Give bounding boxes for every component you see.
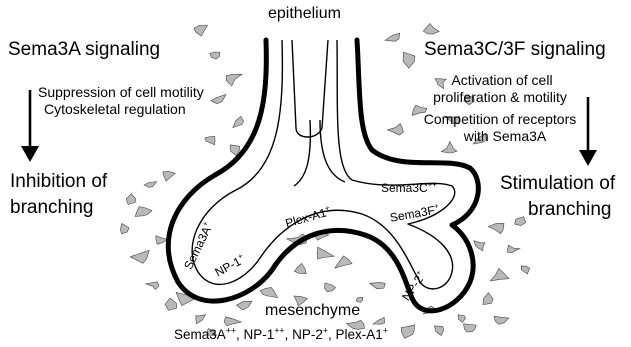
mesenchymal-cell bbox=[325, 283, 336, 292]
marker-np1: NP-1 bbox=[244, 327, 275, 342]
mesenchymal-cell bbox=[483, 293, 493, 305]
mesenchymal-cells bbox=[120, 24, 529, 339]
mesenchymal-cell bbox=[260, 288, 277, 298]
mesenchyme-markers: Sema3A++, NP-1++, NP-2+, Plex-A1+ bbox=[174, 328, 388, 342]
mesenchymal-cell bbox=[490, 269, 509, 281]
left-outcome-line-1: Inhibition of bbox=[10, 172, 107, 191]
right-detail-line-4: with Sema3A bbox=[450, 128, 560, 145]
mesenchymal-cell bbox=[335, 256, 352, 268]
right-detail-line-2: proliferation & motility bbox=[400, 89, 600, 106]
left-detail-line-2: Cytoskeletal regulation bbox=[44, 101, 186, 118]
mesenchymal-cell bbox=[226, 74, 242, 86]
mesenchymal-cell bbox=[233, 116, 244, 127]
mesenchymal-cell bbox=[423, 24, 439, 34]
mesenchymal-cell bbox=[146, 282, 159, 290]
mesenchymal-cell bbox=[294, 263, 306, 273]
mesenchymal-cell bbox=[385, 33, 400, 41]
mesenchymal-cell bbox=[205, 136, 215, 144]
mesenchyme-label: mesenchyme bbox=[265, 303, 360, 319]
epithelium-label: epithelium bbox=[268, 6, 341, 22]
mesenchymal-cell bbox=[196, 315, 206, 324]
mesenchymal-cell bbox=[126, 194, 136, 205]
mesenchymal-cell bbox=[464, 324, 477, 332]
right-heading: Sema3C/3F signaling bbox=[424, 40, 606, 59]
sema3c-sup: ++ bbox=[428, 180, 437, 189]
right-detail-line-1: Activation of cell bbox=[422, 72, 582, 89]
mesenchymal-cell bbox=[194, 26, 208, 37]
mesenchymal-cell bbox=[224, 317, 241, 326]
sema3c-text: Sema3C bbox=[381, 181, 428, 195]
sema3c-epithelial-label: Sema3C++ bbox=[381, 182, 437, 194]
mesenchymal-cell bbox=[508, 245, 520, 252]
right-detail-line-3: Competition of receptors bbox=[400, 111, 600, 128]
mesenchymal-cell bbox=[135, 207, 152, 217]
right-down-arrow bbox=[579, 97, 597, 166]
mesenchymal-cell bbox=[163, 172, 175, 182]
left-detail-line-1: Suppression of cell motility bbox=[38, 84, 204, 101]
mesenchymal-cell bbox=[401, 325, 414, 338]
mesenchymal-cell bbox=[434, 326, 443, 336]
marker-sema3a: Sema3A bbox=[174, 327, 226, 342]
mesenchymal-cell bbox=[370, 282, 386, 288]
right-outcome-line-1: Stimulation of bbox=[500, 174, 615, 193]
lumen-branch-line bbox=[320, 120, 345, 182]
marker-np1-sup: ++ bbox=[274, 326, 284, 336]
mesenchymal-cell bbox=[458, 315, 465, 323]
mesenchymal-cell bbox=[373, 317, 385, 324]
left-down-arrow bbox=[21, 90, 39, 162]
mesenchymal-cell bbox=[494, 316, 509, 324]
mesenchymal-cell bbox=[474, 241, 485, 251]
mesenchymal-cell bbox=[237, 301, 252, 310]
mesenchymal-cell bbox=[488, 223, 504, 233]
left-outcome-line-2: branching bbox=[10, 198, 93, 217]
marker-plexa1: Plex-A1 bbox=[335, 327, 382, 342]
marker-plexa1-sup: + bbox=[383, 326, 388, 336]
mesenchymal-cell bbox=[317, 247, 334, 259]
mesenchymal-cell bbox=[130, 250, 149, 263]
right-outcome-line-2: branching bbox=[528, 200, 611, 219]
marker-sema3a-sup: ++ bbox=[226, 326, 236, 336]
mesenchymal-cell bbox=[515, 217, 526, 226]
mesenchymal-cell bbox=[120, 224, 129, 234]
left-heading: Sema3A signaling bbox=[8, 40, 160, 59]
mesenchymal-cell bbox=[403, 52, 415, 68]
mesenchymal-cell bbox=[211, 95, 226, 104]
marker-np2: NP-2 bbox=[292, 327, 323, 342]
marker-np2-sup: + bbox=[323, 326, 328, 336]
mesenchymal-cell bbox=[165, 298, 177, 310]
mesenchymal-cell bbox=[144, 182, 157, 188]
mesenchymal-cell bbox=[210, 52, 220, 59]
mesenchymal-cell bbox=[521, 266, 529, 274]
